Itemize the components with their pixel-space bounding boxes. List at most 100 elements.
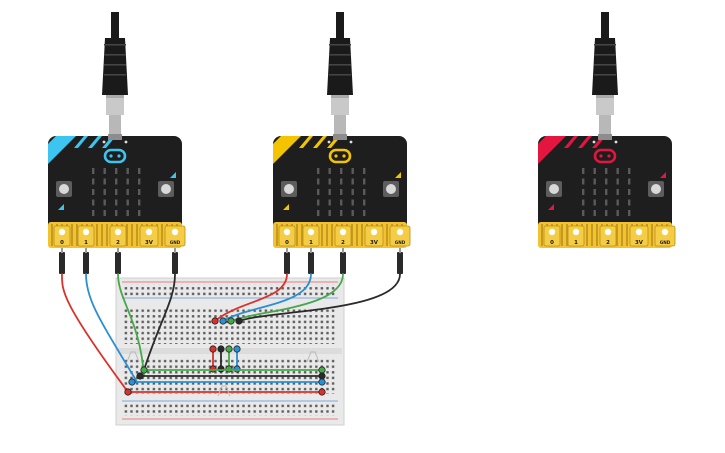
edge-finger	[161, 224, 163, 246]
pin-label: 1	[84, 240, 88, 246]
usb-connector-edge	[106, 95, 124, 98]
wire-header	[284, 252, 290, 274]
usb-cable-3	[592, 12, 618, 136]
pin-3v: 3V	[364, 225, 384, 247]
wire-header	[83, 252, 89, 274]
led	[328, 189, 331, 195]
pin-hole	[58, 228, 66, 236]
button-b-cap	[161, 184, 171, 194]
usb-plug-grip	[104, 64, 126, 66]
led	[616, 199, 619, 206]
pin-hole	[307, 228, 315, 236]
led	[593, 168, 596, 174]
led	[605, 210, 608, 216]
edge-finger	[301, 224, 303, 246]
led	[605, 199, 608, 206]
led	[126, 168, 129, 174]
wire-endpoint	[318, 378, 326, 386]
edge-finger	[541, 224, 543, 246]
pin-pad	[629, 225, 649, 247]
edge-finger	[76, 224, 78, 246]
wire-header	[397, 252, 403, 274]
wire-header-pin	[61, 248, 63, 253]
usb-connector	[106, 95, 124, 115]
pin-hole	[661, 228, 669, 236]
button-b-label-icon	[395, 172, 401, 178]
pin-pad	[302, 225, 320, 247]
wire-endpoint	[233, 365, 241, 373]
indicator-dot	[592, 140, 596, 144]
pin-label: 3V	[635, 240, 644, 246]
wire-endpoint	[124, 388, 132, 396]
pin-label: 3V	[370, 240, 379, 246]
pin-label: 2	[341, 240, 345, 246]
led	[115, 178, 118, 185]
led	[103, 210, 106, 216]
usb-plug-grip	[329, 54, 351, 56]
led	[351, 178, 354, 185]
button-a-cap	[284, 184, 294, 194]
edge-finger	[51, 224, 53, 246]
led	[628, 189, 631, 195]
edge-finger	[361, 224, 363, 246]
led	[616, 189, 619, 195]
led	[582, 199, 585, 206]
green-wire	[230, 273, 344, 322]
led	[351, 189, 354, 195]
led	[593, 178, 596, 185]
usb-plug-grip	[329, 74, 351, 76]
led	[115, 210, 118, 216]
pin-hole	[145, 228, 153, 236]
pin-0: 0	[543, 225, 561, 247]
accent-stripe	[299, 136, 313, 148]
wire-header	[115, 252, 121, 274]
black-wire	[143, 273, 176, 371]
usb-plug-body	[102, 38, 128, 95]
led	[582, 168, 585, 174]
usb-cable-wire	[601, 12, 609, 38]
edge-finger	[296, 224, 298, 246]
edge-finger	[136, 224, 138, 246]
button-b-cap	[386, 184, 396, 194]
led	[628, 178, 631, 185]
led	[126, 199, 129, 206]
pin-label: 1	[574, 240, 578, 246]
component-outline	[217, 385, 231, 397]
button-a-cap	[59, 184, 69, 194]
pin-label: 2	[606, 240, 610, 246]
led	[328, 178, 331, 185]
led	[593, 189, 596, 195]
led	[115, 168, 118, 174]
logo-eye	[599, 154, 603, 158]
pin-2: 2	[599, 225, 617, 247]
usb-plug-grip	[594, 64, 616, 66]
led	[582, 210, 585, 216]
led	[351, 168, 354, 174]
edge-finger	[96, 224, 98, 246]
led	[628, 168, 631, 174]
pin-0: 0	[53, 225, 71, 247]
indicator-dot	[327, 140, 331, 144]
logo-eye	[342, 154, 346, 158]
breadboard	[115, 277, 345, 426]
edge-finger	[276, 224, 278, 246]
edge-finger	[651, 224, 653, 246]
led	[582, 189, 585, 195]
pin-pad	[164, 225, 186, 247]
led	[363, 199, 366, 206]
pin-pad	[364, 225, 384, 247]
edge-finger	[321, 224, 323, 246]
usb-plug-grip	[329, 44, 351, 46]
led	[115, 189, 118, 195]
edge-finger	[621, 224, 623, 246]
led	[605, 168, 608, 174]
pin-label: GND	[170, 240, 181, 245]
led	[628, 210, 631, 216]
logo-eye	[109, 154, 113, 158]
usb-plug-grip	[104, 54, 126, 56]
usb-plug-grip	[594, 44, 616, 46]
